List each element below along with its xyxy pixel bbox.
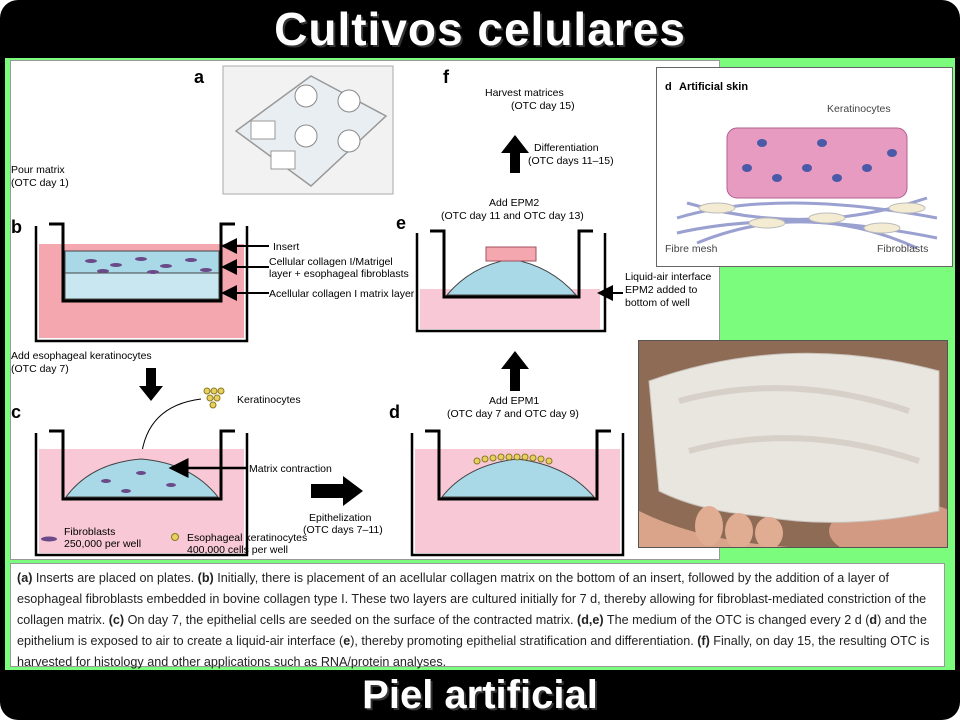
keratinocytes-label: Keratinocytes — [237, 394, 301, 406]
skin-keratinocytes-label: Keratinocytes — [827, 103, 891, 115]
well-b — [34, 222, 249, 343]
keratinocyte-cells — [726, 127, 908, 199]
caption-tag-e: e — [343, 634, 351, 648]
caption-tag-de: (d,e) — [577, 613, 604, 627]
otc-protocol-diagram: a Pour matrix (OTC day 1) b — [10, 60, 720, 560]
caption-text-b: Initially, there is placement of an acel… — [17, 571, 927, 627]
esoph-kerat-legend-count: 400,000 cells per well — [187, 544, 288, 556]
up-arrow-e-f — [501, 135, 529, 173]
caption-tag-b: (b) — [197, 571, 214, 585]
protocol-svg: a Pour matrix (OTC day 1) b — [11, 65, 712, 557]
add-epm1-day: (OTC day 7 and OTC day 9) — [447, 408, 579, 420]
caption-text-de: The medium of the OTC is changed every 2… — [603, 613, 870, 627]
keratinocyte-cluster — [203, 387, 225, 409]
label-a: a — [194, 67, 205, 87]
caption-text-a: Inserts are placed on plates. — [32, 571, 198, 585]
acellular-layer-label: Acellular collagen I matrix layer — [269, 288, 415, 300]
pour-matrix-day: (OTC day 1) — [11, 177, 69, 189]
insert-label: Insert — [273, 241, 299, 253]
pour-matrix-label: Pour matrix — [11, 164, 65, 176]
differentiation-day: (OTC days 11–15) — [528, 155, 614, 167]
bottom-bar: Piel artificial — [0, 670, 960, 720]
add-epm2-day: (OTC day 11 and OTC day 13) — [441, 210, 584, 222]
fibroblasts-legend-label: Fibroblasts — [64, 526, 115, 538]
epithelization-label: Epithelization — [309, 512, 372, 524]
skin-label: Artificial skin — [679, 81, 748, 93]
figure-caption: (a) Inserts are placed on plates. (b) In… — [10, 563, 945, 669]
artificial-skin-inset: d Artificial skin Keratinocytes — [656, 67, 953, 267]
label-c: c — [11, 402, 21, 422]
harvest-day: (OTC day 15) — [511, 100, 575, 112]
keratinocyte-legend-icon — [171, 533, 179, 541]
caption-text-de-3: ), thereby promoting epithelial stratifi… — [350, 634, 698, 648]
harvest-label: Harvest matrices — [485, 87, 564, 99]
epithelization-day: (OTC days 7–11) — [303, 524, 383, 536]
fibroblast-cells — [698, 202, 926, 234]
fibroblast-legend-icon — [41, 536, 57, 542]
label-d: d — [389, 402, 400, 422]
add-keratinocytes-day: (OTC day 7) — [11, 363, 69, 375]
cellular-layer-label-1: Cellular collagen I/Matrigel — [269, 256, 393, 268]
skin-label-letter: d — [665, 81, 672, 93]
liquid-air-label-1: Liquid-air interface — [625, 271, 712, 283]
add-keratinocytes-label: Add esophageal keratinocytes — [11, 350, 152, 362]
artificial-skin-photo — [638, 340, 948, 548]
fibroblasts-legend-count: 250,000 per well — [64, 538, 141, 550]
caption-tag-f: (f) — [697, 634, 710, 648]
add-epm1-label: Add EPM1 — [489, 395, 539, 407]
matrix-contraction-label: Matrix contraction — [249, 463, 332, 475]
hands-photo-svg — [639, 341, 947, 547]
label-f: f — [443, 67, 450, 87]
fibre-mesh-label: Fibre mesh — [665, 243, 718, 255]
esoph-kerat-legend-label: Esophageal keratinocytes — [187, 532, 307, 544]
well-d — [410, 429, 625, 557]
well-e — [415, 229, 607, 333]
up-arrow-d-e — [501, 351, 529, 391]
differentiation-label: Differentiation — [534, 142, 599, 154]
label-b: b — [11, 217, 22, 237]
title-bar: Cultivos celulares — [0, 0, 960, 58]
liquid-air-label-3: bottom of well — [625, 297, 690, 309]
caption-text-c: On day 7, the epithelial cells are seede… — [124, 613, 578, 627]
caption-tag-c: (c) — [108, 613, 125, 627]
slide-subtitle: Piel artificial — [362, 672, 598, 717]
add-epm2-label: Add EPM2 — [489, 197, 539, 209]
caption-text-f: Finally, on day 15, the resulting OTC is… — [17, 634, 930, 669]
slide-title: Cultivos celulares — [274, 3, 686, 55]
culture-plate-photo — [222, 65, 394, 195]
caption-tag-a: (a) — [17, 571, 33, 585]
caption-tag-d: d — [869, 613, 878, 627]
down-arrow-b-c — [139, 368, 163, 401]
artificial-skin-svg: d Artificial skin Keratinocytes — [665, 81, 938, 255]
right-arrow-c-d — [311, 476, 363, 506]
cellular-layer-label-2: layer + esophageal fibroblasts — [269, 268, 409, 280]
caption-text-de-2: ) and the epithelium is exposed to air t… — [17, 613, 927, 648]
skin-fibroblasts-label: Fibroblasts — [877, 243, 928, 255]
liquid-air-label-2: EPM2 added to — [625, 284, 698, 296]
label-e: e — [396, 213, 406, 233]
